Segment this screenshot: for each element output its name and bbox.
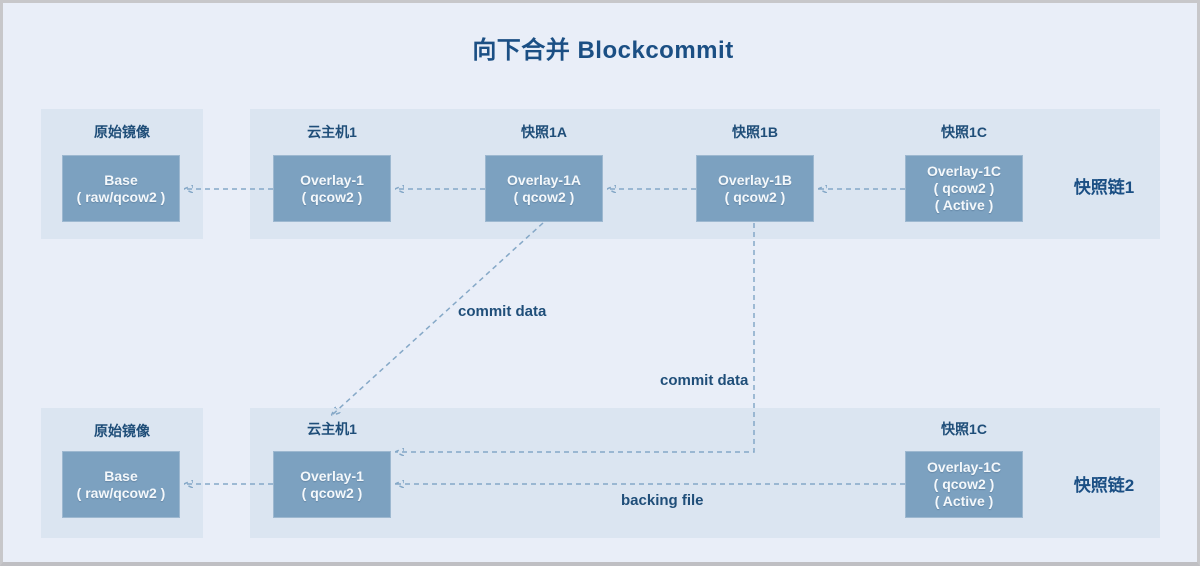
overlay1-box-chain2: Overlay-1 ( qcow2 ) — [273, 451, 391, 518]
backing-file-label: backing file — [621, 492, 704, 509]
chain2-label: 快照链2 — [1073, 476, 1135, 495]
overlay1c-chain2-line3: ( Active ) — [934, 493, 994, 509]
overlay1c-chain1-line3: ( Active ) — [934, 197, 994, 213]
base-box-chain1: Base ( raw/qcow2 ) — [62, 155, 180, 222]
vm1-label-chain2: 云主机1 — [307, 421, 357, 437]
origin-image-label-chain2: 原始镜像 — [94, 423, 150, 439]
base-box-chain2-line1: Base — [104, 467, 138, 484]
overlay1b-line1: Overlay-1B — [718, 171, 792, 188]
overlay1-box-chain1: Overlay-1 ( qcow2 ) — [273, 155, 391, 222]
overlay1a-line2: ( qcow2 ) — [513, 188, 575, 205]
snapshot1b-label: 快照1B — [732, 124, 778, 140]
commit-data-label-top: commit data — [458, 303, 547, 320]
base-box-chain1-line1: Base — [104, 171, 138, 188]
overlay1b-box: Overlay-1B ( qcow2 ) — [696, 155, 814, 222]
overlay1a-line1: Overlay-1A — [507, 171, 581, 188]
overlay1c-chain1-line1: Overlay-1C — [927, 163, 1001, 179]
overlay1b-line2: ( qcow2 ) — [724, 188, 786, 205]
overlay1-chain1-line2: ( qcow2 ) — [301, 188, 363, 205]
snapshot1c-label-chain2: 快照1C — [941, 421, 987, 437]
commit-data-label-bottom: commit data — [660, 372, 749, 389]
overlay1-chain1-line1: Overlay-1 — [300, 171, 364, 188]
snapshot1c-label-chain1: 快照1C — [941, 124, 987, 140]
overlay1a-box: Overlay-1A ( qcow2 ) — [485, 155, 603, 222]
overlay1c-box-chain2: Overlay-1C ( qcow2 ) ( Active ) — [905, 451, 1023, 518]
overlay1-chain2-line2: ( qcow2 ) — [301, 484, 363, 501]
chain1-label: 快照链1 — [1073, 178, 1135, 197]
snapshot1a-label: 快照1A — [521, 124, 567, 140]
base-box-chain1-line2: ( raw/qcow2 ) — [76, 188, 166, 205]
vm1-label-chain1: 云主机1 — [307, 124, 357, 140]
overlay1c-chain2-line1: Overlay-1C — [927, 459, 1001, 475]
base-box-chain2: Base ( raw/qcow2 ) — [62, 451, 180, 518]
overlay1c-box-chain1: Overlay-1C ( qcow2 ) ( Active ) — [905, 155, 1023, 222]
overlay1c-chain1-line2: ( qcow2 ) — [933, 180, 995, 196]
origin-image-label-chain1: 原始镜像 — [94, 124, 150, 140]
overlay1c-chain2-line2: ( qcow2 ) — [933, 476, 995, 492]
diagram-title: 向下合并 Blockcommit — [472, 37, 734, 64]
overlay1-chain2-line1: Overlay-1 — [300, 467, 364, 484]
base-box-chain2-line2: ( raw/qcow2 ) — [76, 484, 166, 501]
